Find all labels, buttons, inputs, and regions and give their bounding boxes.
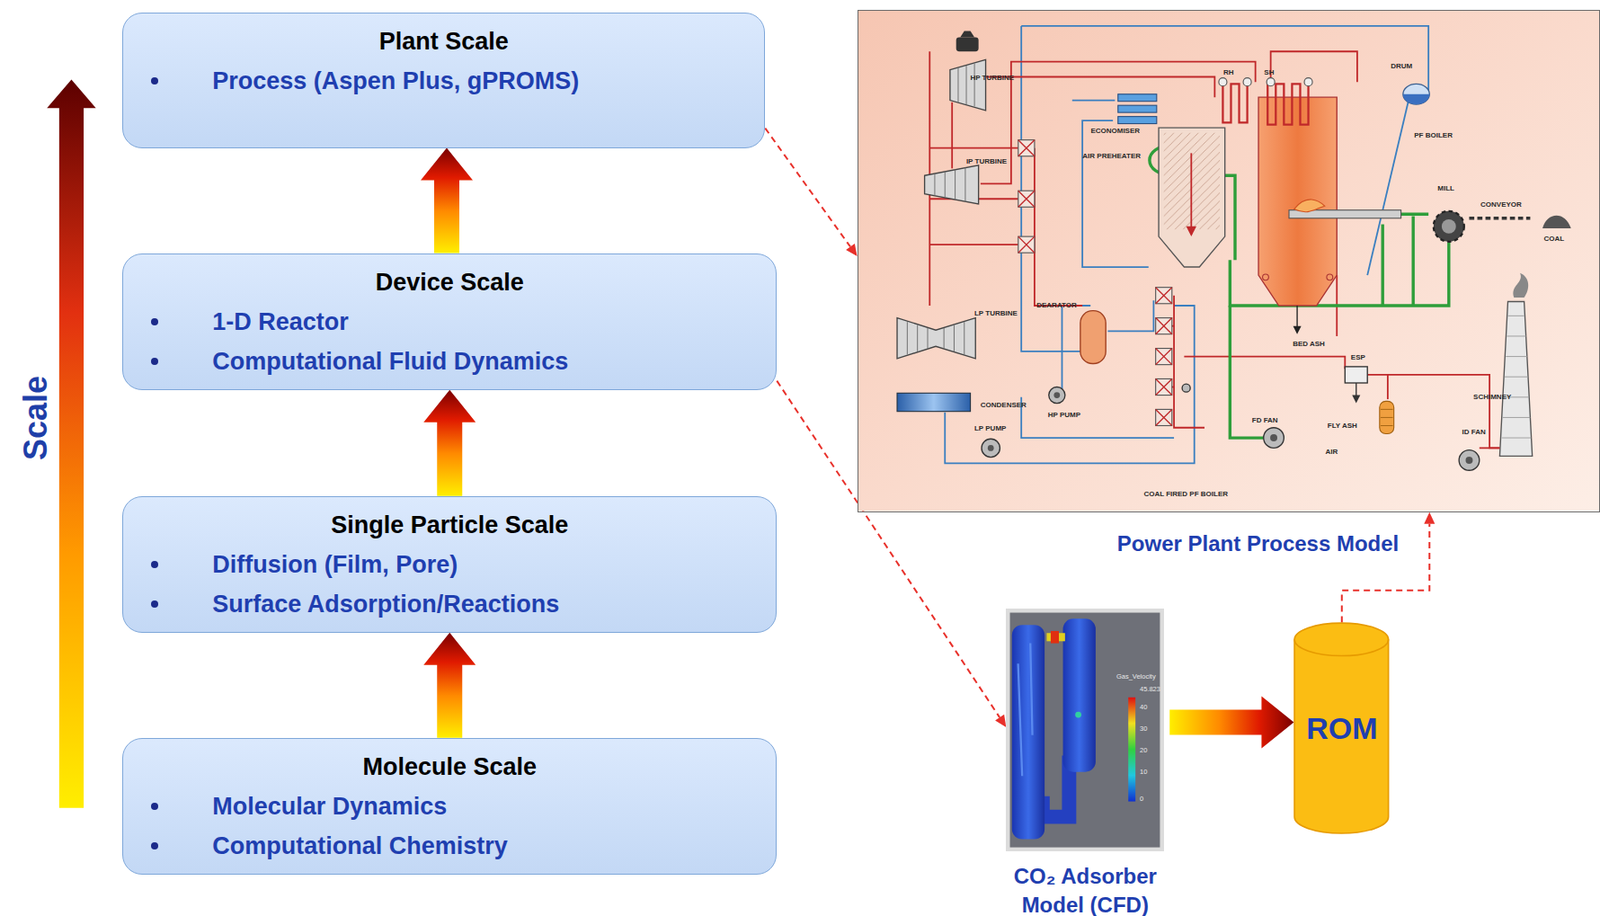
component-label: IP TURBINE: [966, 157, 1007, 166]
component-label: HP PUMP: [1048, 410, 1081, 419]
bullet-item: Computational Fluid Dynamics: [123, 341, 776, 382]
bullet-text: Diffusion (Film, Pore): [212, 544, 776, 585]
component-label: FLY ASH: [1327, 421, 1358, 430]
component-label: LP TURBINE: [974, 309, 1018, 318]
flow-arrow: [423, 390, 476, 497]
bullet-text: Surface Adsorption/Reactions: [212, 584, 776, 624]
bullet-item: Surface Adsorption/Reactions: [123, 584, 776, 624]
process-model-panel: Power Plant Process ModelHP TURBINERHSHD…: [857, 9, 1600, 513]
component-label: AIR PREHEATER: [1082, 151, 1141, 160]
bullet-item: Molecular Dynamics: [123, 786, 776, 827]
component-label: AIR: [1324, 447, 1338, 456]
bullet-text: 1-D Reactor: [212, 302, 776, 342]
rom-label: ROM: [1306, 711, 1378, 747]
component-label: ESP: [1351, 353, 1366, 362]
bullet-dot: [151, 357, 159, 365]
bullet-text: Process (Aspen Plus, gPROMS): [212, 61, 765, 101]
scale-heading: Single Particle Scale: [123, 505, 776, 545]
bullet-dot: [151, 600, 159, 608]
component-label: BED ASH: [1292, 339, 1325, 348]
bullet-item: 1-D Reactor: [123, 302, 776, 342]
component-label: COAL FIRED PF BOILER: [1143, 489, 1228, 498]
legend-value: Gas_Velocity: [1116, 672, 1156, 681]
cfd-model-image: CO₂ Adsorber Model (CFD)Gas_Velocity45.8…: [1005, 608, 1165, 852]
flow-arrow: [420, 148, 473, 254]
component-label: SCHIMNEY: [1473, 392, 1512, 401]
legend-value: 45.823: [1139, 684, 1161, 694]
legend-value: 30: [1139, 724, 1147, 733]
component-label: FD FAN: [1252, 416, 1279, 425]
flow-arrow: [1169, 696, 1294, 749]
caption-text: Power Plant Process Model: [1117, 529, 1399, 559]
bullet-item: Process (Aspen Plus, gPROMS): [123, 61, 765, 101]
scale-heading: Device Scale: [123, 262, 776, 303]
scale-box: Device Scale1-D ReactorComputational Flu…: [122, 253, 777, 391]
dashed-arrow: [764, 128, 857, 257]
component-label: COAL: [1543, 234, 1565, 243]
legend-value: 0: [1139, 794, 1144, 803]
bullet-text: Computational Chemistry: [212, 826, 776, 866]
scale-box: Molecule ScaleMolecular DynamicsComputat…: [122, 737, 777, 875]
legend-value: 40: [1139, 702, 1147, 712]
component-label: CONDENSER: [980, 400, 1027, 409]
bullet-item: Diffusion (Film, Pore): [123, 544, 776, 585]
component-label: SH: [1263, 68, 1274, 77]
scale-box: Plant ScaleProcess (Aspen Plus, gPROMS): [122, 12, 765, 149]
bullet-item: Computational Chemistry: [123, 826, 776, 866]
scale-box: Single Particle ScaleDiffusion (Film, Po…: [122, 496, 777, 633]
bullet-dot: [151, 842, 159, 850]
caption-text: CO₂ Adsorber Model (CFD): [990, 862, 1180, 916]
scale-heading: Plant Scale: [123, 21, 765, 62]
component-label: RH: [1223, 68, 1235, 77]
image-caption: CO₂ Adsorber Model (CFD): [990, 862, 1180, 916]
component-label: PF BOILER: [1413, 131, 1453, 140]
component-label: ID FAN: [1462, 427, 1486, 436]
flow-arrow: [423, 632, 476, 738]
bullet-dot: [151, 802, 159, 810]
scale-arrow-shape: [46, 80, 96, 809]
bullet-dot: [151, 560, 159, 569]
component-label: DRUM: [1390, 62, 1413, 71]
legend-value: 20: [1139, 746, 1147, 755]
power-plant-illustration: [858, 10, 1600, 512]
bullet-dot: [151, 318, 159, 326]
bullet-text: Computational Fluid Dynamics: [212, 341, 776, 382]
dashed-arrow: [1342, 512, 1435, 623]
axis-label: Scale: [17, 375, 54, 461]
bullet-dot: [151, 77, 159, 85]
scale-heading: Molecule Scale: [123, 746, 776, 787]
component-label: CONVEYOR: [1480, 200, 1522, 209]
component-label: LP PUMP: [974, 424, 1006, 433]
component-label: HP TURBINE: [969, 73, 1014, 82]
bullet-text: Molecular Dynamics: [212, 786, 776, 827]
rom-cylinder: ROM: [1293, 622, 1390, 835]
component-label: MILL: [1437, 184, 1455, 193]
component-label: DEARATOR: [1036, 301, 1077, 310]
panel-title: Power Plant Process Model: [916, 529, 1600, 559]
component-label: ECONOMISER: [1090, 126, 1140, 135]
legend-value: 10: [1139, 767, 1147, 776]
